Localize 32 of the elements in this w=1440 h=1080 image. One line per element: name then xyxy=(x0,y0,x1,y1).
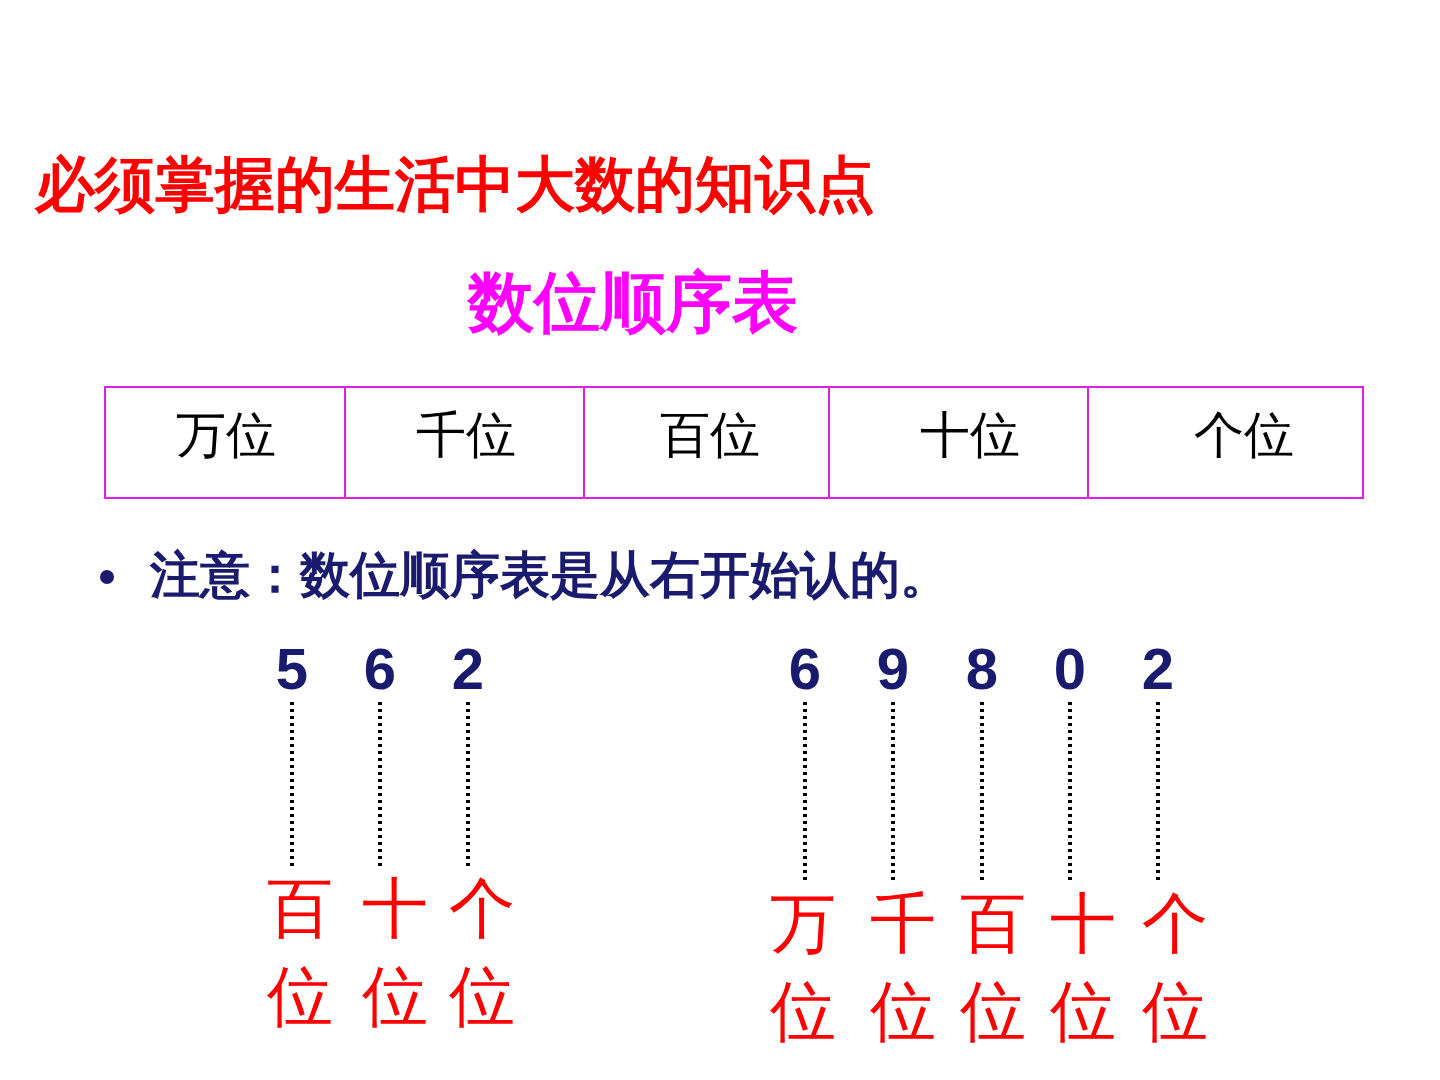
dotted-line xyxy=(980,702,984,882)
digit: 5 xyxy=(267,640,317,698)
dotted-line xyxy=(290,702,294,867)
table-cell-text: 个位 xyxy=(1194,406,1295,464)
digit: 9 xyxy=(868,640,918,698)
dotted-line xyxy=(803,702,807,882)
digit: 6 xyxy=(355,640,405,698)
slide-title: 必须掌握的生活中大数的知识点 xyxy=(35,148,875,221)
place-value-label: 千位 xyxy=(867,880,939,1056)
digit: 2 xyxy=(1133,640,1183,698)
place-value-label: 十位 xyxy=(1047,880,1119,1056)
table-cell-text: 百位 xyxy=(660,406,761,464)
place-value-label: 百位 xyxy=(957,880,1029,1056)
digit: 6 xyxy=(780,640,830,698)
note-text: 注意：数位顺序表是从右开始认的。 xyxy=(150,545,950,606)
dotted-line xyxy=(1156,702,1160,882)
dotted-line xyxy=(891,702,895,882)
table-cell-text: 十位 xyxy=(919,406,1020,464)
place-value-label: 个位 xyxy=(446,865,518,1041)
dotted-line xyxy=(1068,702,1072,882)
place-value-label: 个位 xyxy=(1139,880,1211,1056)
dotted-line xyxy=(466,702,470,867)
digit: 0 xyxy=(1045,640,1095,698)
table-heading: 数位顺序表 xyxy=(468,263,798,343)
place-value-label: 万位 xyxy=(767,880,839,1056)
place-value-label: 百位 xyxy=(264,865,336,1041)
dotted-line xyxy=(378,702,382,867)
digit: 2 xyxy=(443,640,493,698)
digit: 8 xyxy=(957,640,1007,698)
table-cell-text: 千位 xyxy=(415,406,516,464)
place-value-label: 十位 xyxy=(359,865,431,1041)
table-cell-text: 万位 xyxy=(176,406,276,464)
